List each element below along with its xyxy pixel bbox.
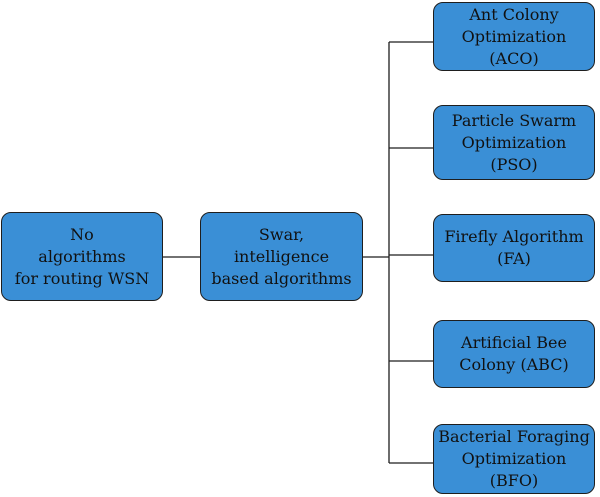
node-label-line: No [70, 224, 94, 244]
node-fa: Firefly Algorithm (FA) [433, 214, 595, 282]
node-pso: Particle Swarm Optimization (PSO) [433, 105, 595, 180]
node-label-line: (BFO) [489, 471, 539, 490]
node-label-line: Optimization [461, 132, 567, 152]
node-label-line: Particle Swarm [451, 110, 577, 130]
node-label-line: (FA) [497, 249, 531, 268]
node-aco: Ant Colony Optimization (ACO) [433, 2, 595, 71]
node-label-line: based algorithms [211, 268, 352, 288]
node-label-line: Optimization [461, 26, 567, 46]
node-label-line: Swar, [258, 224, 305, 244]
node-label-line: Colony (ABC) [459, 355, 569, 374]
node-label-line: intelligence [233, 246, 330, 266]
node-label-line: Ant Colony [469, 4, 559, 24]
node-label-line: Optimization [461, 449, 567, 468]
node-abc: Artificial Bee Colony (ABC) [433, 320, 595, 388]
node-no-algorithms: No algorithms for routing WSN [1, 212, 163, 301]
node-bfo: Bacterial Foraging Optimization (BFO) [433, 424, 595, 494]
node-label-line: Bacterial Foraging [438, 427, 590, 446]
node-label-line: Firefly Algorithm [444, 227, 584, 246]
node-label-line: (PSO) [490, 154, 538, 174]
node-label-line: algorithms [38, 246, 126, 266]
node-label-line: for routing WSN [14, 268, 150, 288]
node-swarm-intelligence: Swar, intelligence based algorithms [200, 212, 363, 301]
node-label-line: (ACO) [489, 48, 539, 68]
node-label-line: Artificial Bee [461, 333, 567, 352]
